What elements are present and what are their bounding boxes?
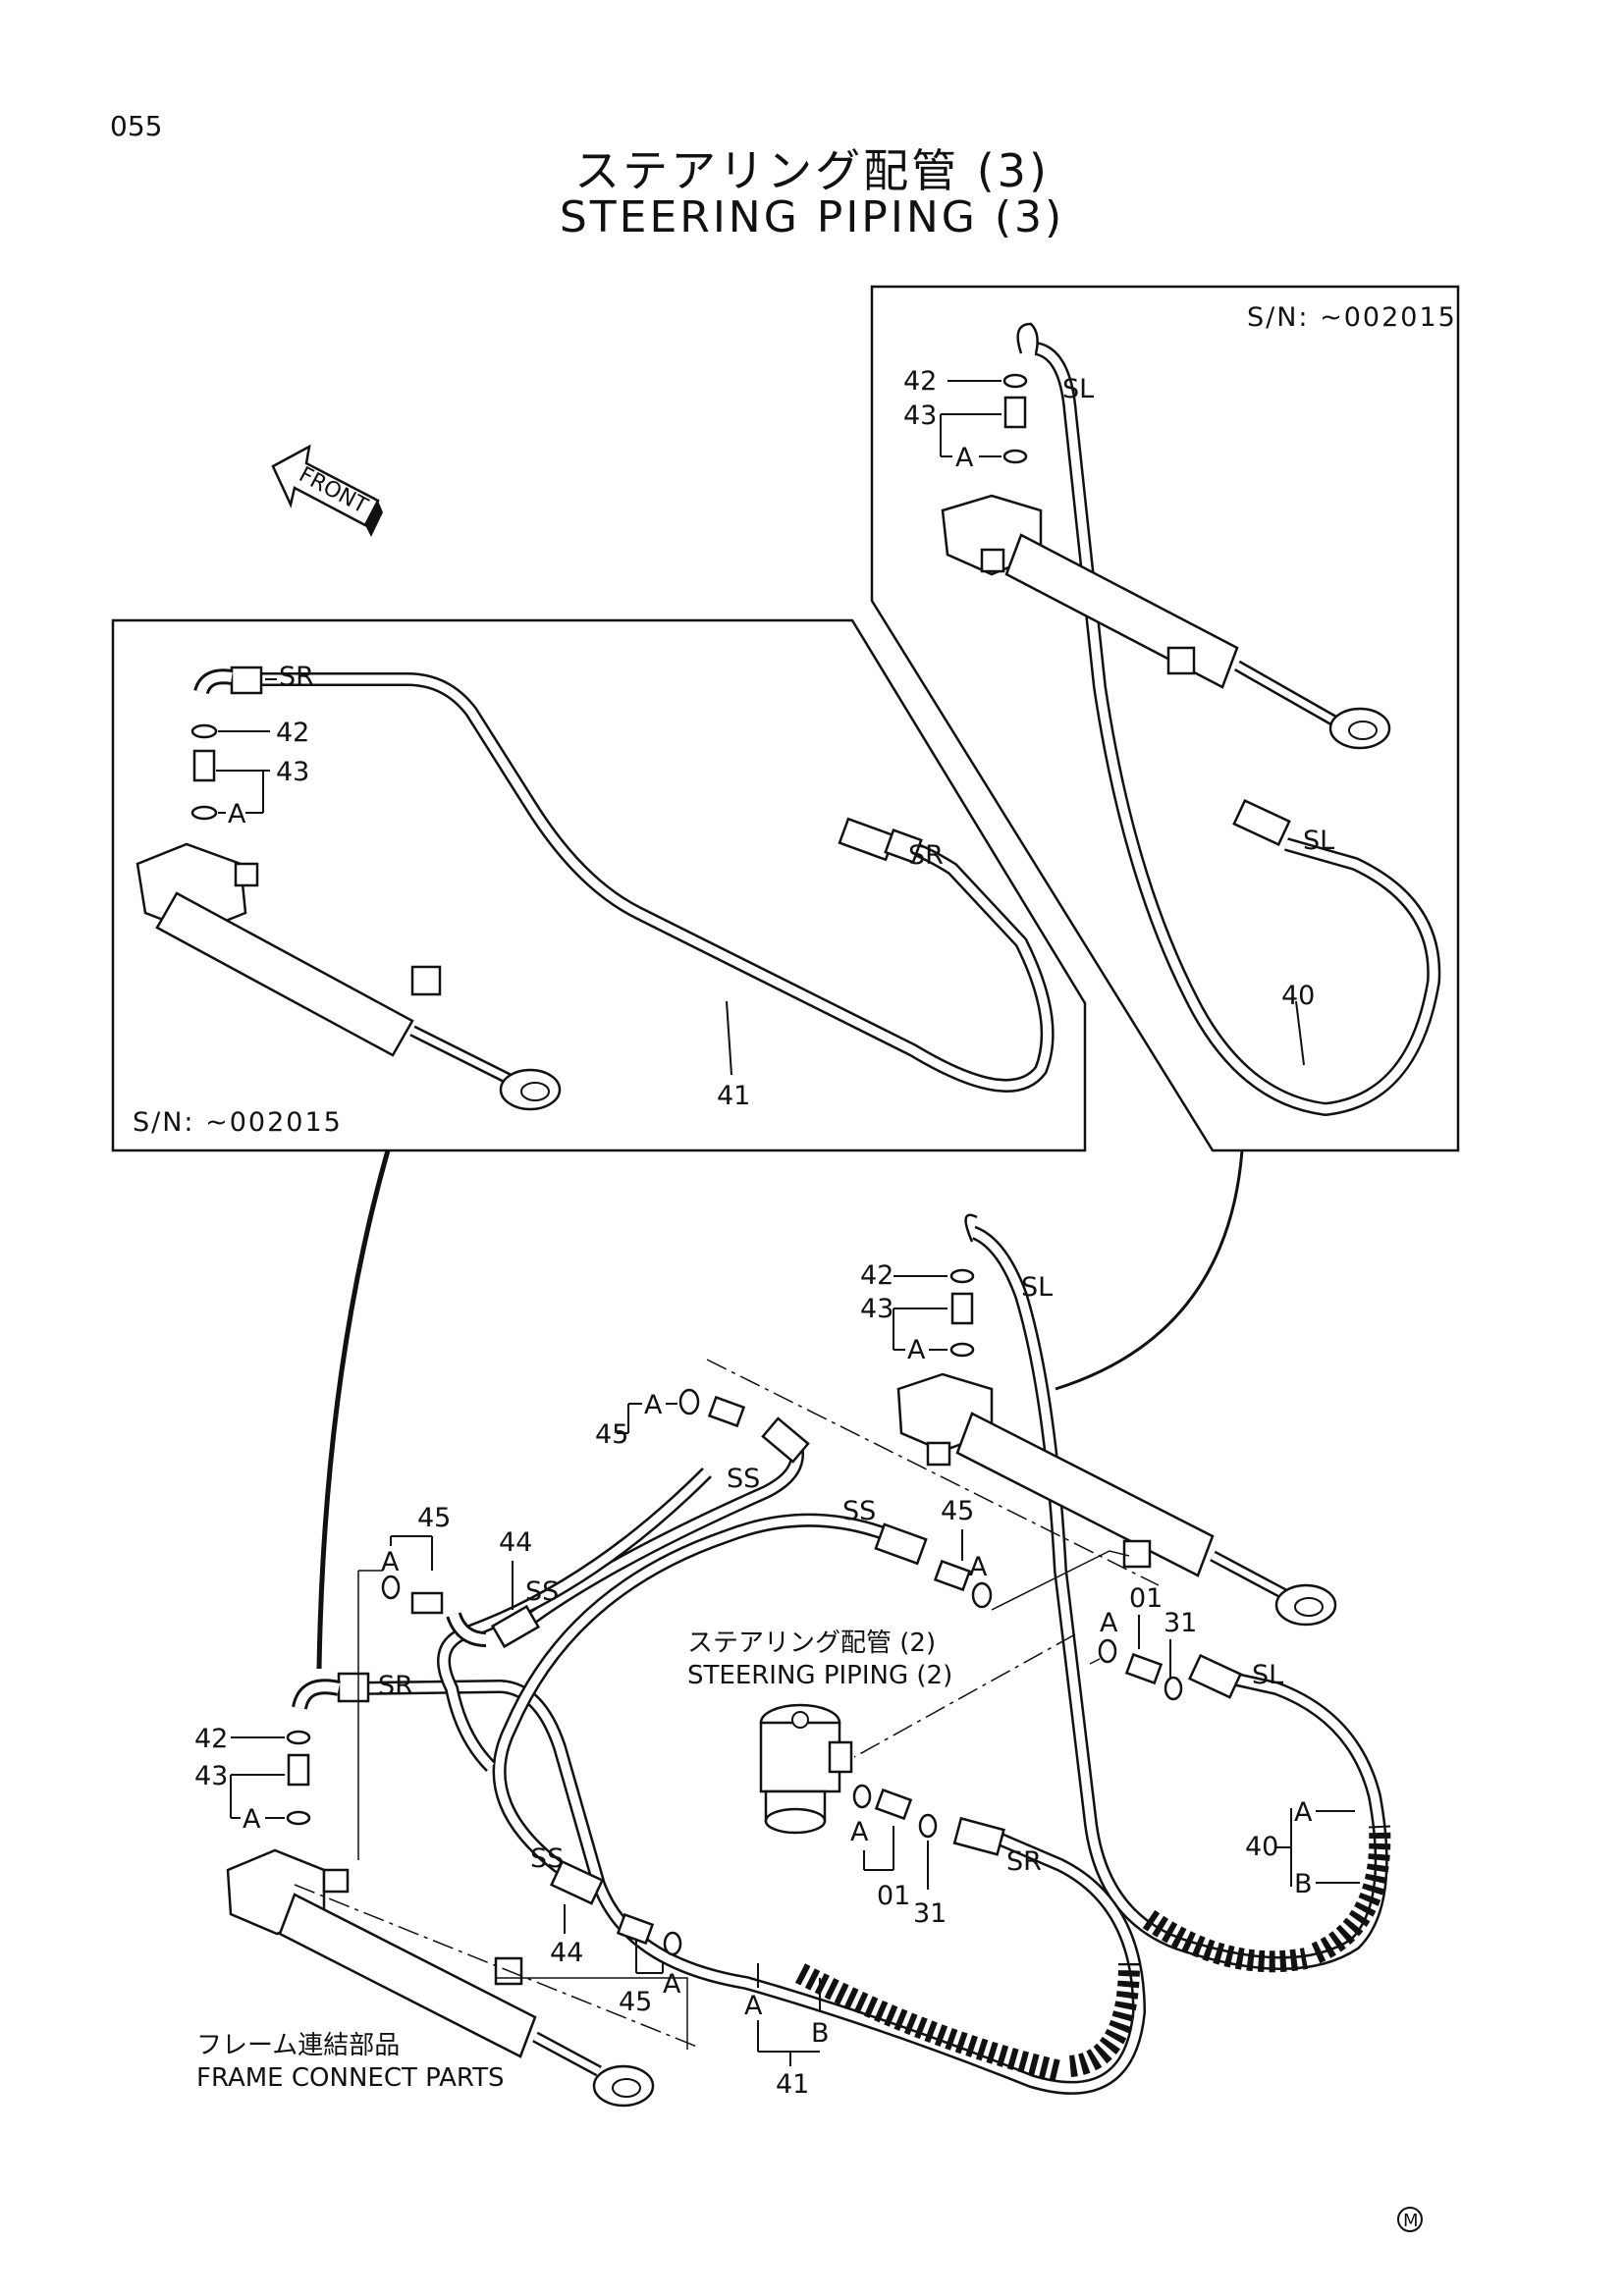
front-direction-arrow: FRONT <box>271 444 383 537</box>
page-number: 055 <box>110 110 163 142</box>
hose-end-ss-bottom: SS <box>530 1843 564 1874</box>
inset-right-steering-cylinder <box>941 494 1391 750</box>
inset-right-hose-end-sl-bottom: SL <box>1303 826 1334 856</box>
set-a-01-right: A <box>1100 1608 1118 1638</box>
inset-left-hose-end-sr-top: SR <box>279 662 314 692</box>
part-31-bottom: 31 <box>913 1898 947 1929</box>
inset-left-set-a: A <box>228 799 246 829</box>
hose-end-ss-upper: SS <box>727 1464 760 1494</box>
main-steering-cylinder-right <box>896 1372 1337 1627</box>
inset-left-steering-cylinder <box>135 842 562 1111</box>
part-01-bottom: 01 <box>877 1881 910 1911</box>
inset-left-part-43: 43 <box>276 757 309 787</box>
main-assembly: SR SL SS SS SS SL SR SS 42 43 A <box>194 1213 1391 2108</box>
set-b-40: B <box>1294 1869 1313 1899</box>
set-a-left: A <box>381 1547 400 1577</box>
part-42-top: 42 <box>860 1260 893 1291</box>
part-01-right: 01 <box>1129 1583 1163 1614</box>
part-40: 40 <box>1245 1832 1278 1862</box>
set-a-41: A <box>744 1991 763 2021</box>
inset-left-panel: SR SR 42 43 A 41 S/N: ~002015 <box>111 618 1087 1152</box>
hose-end-sl-top: SL <box>1021 1272 1053 1303</box>
inset-right-part-40: 40 <box>1281 981 1315 1011</box>
part-45-right: 45 <box>941 1496 974 1526</box>
hose-end-ss-mid: SS <box>842 1496 876 1526</box>
inset-right-set-a: A <box>955 443 974 473</box>
set-a-bottom: A <box>663 1969 681 2000</box>
inset-left-hose-end-sr-right: SR <box>908 840 944 871</box>
inset-left-serial-note: S/N: ~002015 <box>133 1107 343 1138</box>
hose-end-ss-left: SS <box>525 1576 559 1607</box>
part-42-left: 42 <box>194 1724 228 1754</box>
frame-connect-parts: FRAME CONNECT PARTS <box>196 2063 505 2093</box>
part-45-upper: 45 <box>595 1419 628 1450</box>
m-mark: M <box>1397 2207 1423 2232</box>
set-a-left-cylinder: A <box>243 1804 261 1835</box>
set-a-40: A <box>1294 1797 1313 1828</box>
set-a-01-bottom: A <box>850 1817 869 1847</box>
note-steering-piping-2: STEERING PIPING (2) <box>687 1661 952 1690</box>
steering-valve <box>759 1703 853 1835</box>
page-title-japanese: ステアリング配管 (3) <box>574 144 1050 197</box>
set-a-right: A <box>969 1552 988 1582</box>
inset-right-part-42: 42 <box>903 366 937 397</box>
set-a-top: A <box>907 1335 926 1365</box>
inset-right-serial-note: S/N: ~002015 <box>1247 302 1457 333</box>
part-43-left: 43 <box>194 1761 228 1791</box>
part-43-top: 43 <box>860 1294 893 1324</box>
hose-end-sr-left: SR <box>378 1671 413 1701</box>
part-44-bottom: 44 <box>550 1938 583 1968</box>
inset-right-panel: S/N: ~002015 SL SL 42 43 A 40 <box>870 285 1460 1152</box>
inset-right-part-43: 43 <box>903 400 937 431</box>
set-a-upper: A <box>644 1390 663 1420</box>
hose-end-sr-bottom: SR <box>1006 1846 1042 1877</box>
m-mark-label: M <box>1403 2211 1419 2231</box>
main-steering-cylinder-left <box>226 1848 655 2108</box>
hose-end-sl-right: SL <box>1252 1660 1283 1690</box>
page-title: STEERING PIPING (3) <box>559 192 1065 242</box>
set-b-41: B <box>811 2018 830 2049</box>
part-44-upper: 44 <box>499 1527 532 1558</box>
part-31-right: 31 <box>1164 1608 1197 1638</box>
inset-right-hose-end-sl-top: SL <box>1062 374 1094 404</box>
inset-left-part-41: 41 <box>717 1081 750 1111</box>
inset-left-part-42: 42 <box>276 718 309 748</box>
part-41: 41 <box>776 2069 809 2100</box>
part-45-left: 45 <box>417 1503 451 1533</box>
frame-connect-parts-japanese: フレーム連結部品 <box>196 2031 400 2060</box>
part-45-bottom: 45 <box>619 1987 652 2017</box>
note-steering-piping-2-japanese: ステアリング配管 (2) <box>687 1629 936 1658</box>
